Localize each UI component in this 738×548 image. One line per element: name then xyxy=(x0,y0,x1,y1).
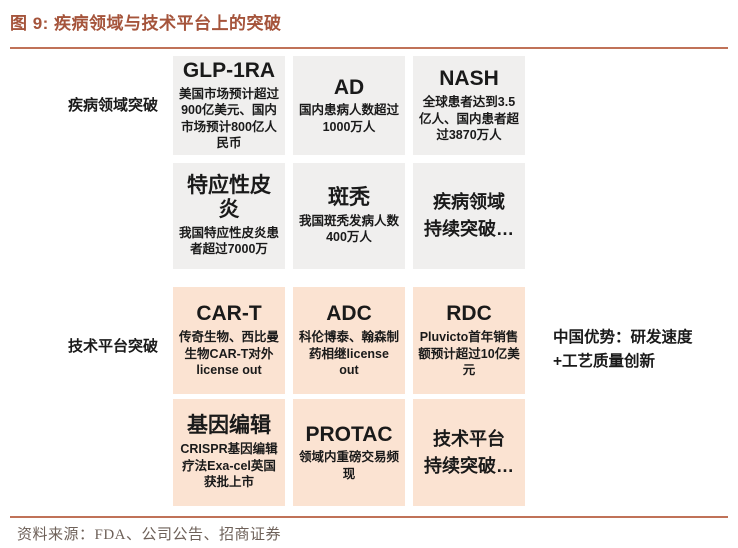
card-title: NASH xyxy=(439,67,499,91)
card-glp-1ra: GLP-1RA 美国市场预计超过900亿美元、国内市场预计800亿人民币 xyxy=(173,56,285,155)
card-desc: 美国市场预计超过900亿美元、国内市场预计800亿人民币 xyxy=(178,86,279,151)
card-title: 斑秃 xyxy=(328,186,370,210)
card-desc: 传奇生物、西比曼生物CAR-T对外license out xyxy=(178,330,279,377)
card-desc: 我国斑秃发病人数400万人 xyxy=(298,213,399,245)
card-ad: AD 国内患病人数超过1000万人 xyxy=(293,56,405,155)
card-alopecia: 斑秃 我国斑秃发病人数400万人 xyxy=(293,163,405,269)
section-label-disease: 疾病领域突破 xyxy=(67,97,158,114)
card-title: 基因编辑 xyxy=(187,414,271,438)
card-protac: PROTAC 领域内重磅交易频现 xyxy=(293,399,405,506)
card-desc: Pluvicto首年销售额预计超过10亿美元 xyxy=(418,330,520,377)
card-title: ADC xyxy=(326,302,372,326)
card-tech-continues: 技术平台 持续突破… xyxy=(413,399,525,506)
card-desc: CRISPR基因编辑疗法Exa-cel英国获批上市 xyxy=(180,442,278,489)
cont-line: 疾病领域 xyxy=(433,192,505,212)
china-advantage-line: +工艺质量创新 xyxy=(553,353,656,371)
cont-line: 技术平台 xyxy=(433,428,505,449)
cont-line: 持续突破… xyxy=(424,455,514,476)
card-desc: 我国特应性皮炎患者超过7000万 xyxy=(178,225,279,257)
card-adc: ADC 科伦博泰、翰森制药相继license out xyxy=(293,287,405,394)
card-title: PROTAC xyxy=(305,422,393,446)
card-atopic-dermatitis: 特应性皮炎 我国特应性皮炎患者超过7000万 xyxy=(173,163,285,269)
card-gene-editing: 基因编辑 CRISPR基因编辑疗法Exa-cel英国获批上市 xyxy=(173,399,285,506)
cont-line: 持续突破… xyxy=(424,219,514,239)
card-desc: 国内患病人数超过1000万人 xyxy=(298,103,399,134)
section-label-tech: 技术平台突破 xyxy=(67,338,158,355)
card-nash: NASH 全球患者达到3.5亿人、国内患者超过3870万人 xyxy=(413,56,525,155)
source-note: 资料来源：FDA、公司公告、招商证券 xyxy=(17,527,282,543)
top-rule xyxy=(10,47,728,49)
china-advantage-line: 中国优势：研发速度 xyxy=(553,329,693,346)
card-disease-continues: 疾病领域 持续突破… xyxy=(413,163,525,269)
bottom-rule xyxy=(10,516,728,518)
china-advantage-note: 中国优势：研发速度 +工艺质量创新 xyxy=(553,326,733,374)
card-rdc: RDC Pluvicto首年销售额预计超过10亿美元 xyxy=(413,287,525,394)
card-title: 特应性皮炎 xyxy=(187,174,271,221)
card-car-t: CAR-T 传奇生物、西比曼生物CAR-T对外license out xyxy=(173,287,285,394)
card-desc: 领域内重磅交易频现 xyxy=(298,450,399,481)
card-title: AD xyxy=(333,75,365,99)
figure-title: 图 9: 疾病领域与技术平台上的突破 xyxy=(10,14,282,33)
card-title: RDC xyxy=(446,302,492,326)
card-desc: 科伦博泰、翰森制药相继license out xyxy=(298,330,399,377)
card-title: CAR-T xyxy=(196,302,262,326)
card-desc: 全球患者达到3.5亿人、国内患者超过3870万人 xyxy=(418,95,519,142)
card-title: GLP-1RA xyxy=(182,59,276,83)
